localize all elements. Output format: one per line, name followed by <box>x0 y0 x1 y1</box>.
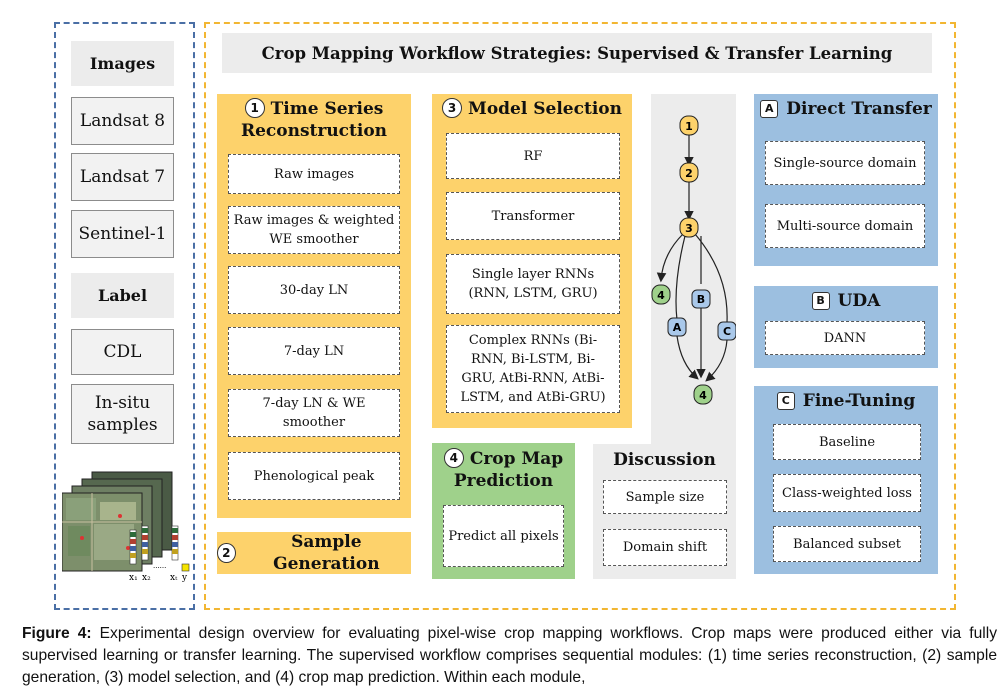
satellite-image-stack: x₁ x₂ ...... xₜ y <box>62 471 190 583</box>
flow-node-3-label: 3 <box>685 222 693 235</box>
option-phenological-peak: Phenological peak <box>228 452 400 500</box>
model-complex-rnns: Complex RNNs (Bi-RNN, Bi-LSTM, Bi-GRU, A… <box>446 325 620 413</box>
flow-column <box>651 94 736 444</box>
flow-node-1 <box>679 115 699 136</box>
workflow-flowchart: 1 2 3 4 B A C 4 <box>651 115 736 405</box>
fine-tuning-class-weighted-loss: Class-weighted loss <box>773 474 921 512</box>
flow-node-a <box>667 317 687 337</box>
module1-number: 1 <box>244 98 265 118</box>
strategyB-title: B UDA <box>754 290 938 312</box>
figure-caption: Figure 4: Experimental design overview f… <box>22 623 997 689</box>
workflow-panel <box>204 22 956 610</box>
module4-number: 4 <box>443 448 464 468</box>
strategyA-title: A Direct Transfer <box>754 98 938 120</box>
diagram-title: Crop Mapping Workflow Strategies: Superv… <box>222 33 932 73</box>
caption-text: Experimental design overview for evaluat… <box>22 625 997 686</box>
strategyC-title: C Fine-Tuning <box>754 390 938 412</box>
label-cdl: CDL <box>71 329 174 375</box>
module2-title: Sample Generation <box>273 532 380 574</box>
discussion-domain-shift: Domain shift <box>603 529 727 566</box>
caption-label: Figure 4: <box>22 625 92 642</box>
option-7-day-ln-we-smoother: 7-day LN & WE smoother <box>228 389 400 437</box>
module1-title-line2: Reconstruction <box>240 121 388 141</box>
label-heading: Label <box>71 273 174 318</box>
flow-node-2 <box>679 162 699 183</box>
flow-node-c-label: C <box>723 325 731 338</box>
strategyC-title-text: Fine-Tuning <box>802 391 916 411</box>
flow-node-4-left <box>651 284 671 305</box>
module3-number: 3 <box>442 98 463 118</box>
predict-all-pixels: Predict all pixels <box>443 505 564 567</box>
fine-tuning-balanced-subset: Balanced subset <box>773 526 921 562</box>
images-heading: Images <box>71 41 174 86</box>
data-sources-panel <box>54 22 195 610</box>
source-landsat7: Landsat 7 <box>71 153 174 201</box>
uda-dann: DANN <box>765 321 925 355</box>
module2-number: 2 <box>217 543 236 563</box>
model-transformer: Transformer <box>446 192 620 240</box>
module4-title-line2: Prediction <box>453 471 554 491</box>
flow-node-4-bottom-label: 4 <box>699 389 707 402</box>
model-rf: RF <box>446 133 620 179</box>
flow-node-3 <box>679 217 699 238</box>
fine-tuning-baseline: Baseline <box>773 424 921 460</box>
label-insitu: In-situ samples <box>71 384 174 444</box>
discussion-title: Discussion <box>613 450 716 470</box>
discussion-sample-size: Sample size <box>603 480 727 514</box>
axis-label-dots: ...... <box>153 562 166 570</box>
option-30-day-ln: 30-day LN <box>228 266 400 314</box>
module3-title-text: Model Selection <box>468 99 622 119</box>
strategyA-letter: A <box>760 100 779 118</box>
module1-title-line1: Time Series <box>270 99 384 119</box>
source-landsat8: Landsat 8 <box>71 97 174 145</box>
flow-node-4-bottom <box>693 384 713 405</box>
flow-node-a-label: A <box>673 321 682 334</box>
flow-node-b <box>691 289 711 309</box>
module-sample-generation: 2 Sample Generation <box>217 532 411 574</box>
single-source-domain: Single-source domain <box>765 141 925 185</box>
flow-node-c <box>717 321 736 341</box>
strategyA-title-text: Direct Transfer <box>786 99 932 119</box>
axis-label-x1: x₁ <box>129 573 138 583</box>
axis-label-y: y <box>181 573 188 583</box>
module4-title-line1: Crop Map <box>469 449 564 469</box>
strategyB-title-text: UDA <box>837 291 881 311</box>
flow-node-b-label: B <box>697 293 705 306</box>
option-raw-images: Raw images <box>228 154 400 194</box>
strategyC-letter: C <box>776 392 795 410</box>
flow-node-4-left-label: 4 <box>657 289 665 302</box>
flow-node-1-label: 1 <box>685 120 693 133</box>
multi-source-domain: Multi-source domain <box>765 204 925 248</box>
axis-label-xt: xₜ <box>170 573 178 583</box>
strategyB-letter: B <box>811 292 830 310</box>
model-single-layer-rnns: Single layer RNNs (RNN, LSTM, GRU) <box>446 254 620 314</box>
option-raw-images-we-smoother: Raw images & weighted WE smoother <box>228 206 400 254</box>
axis-label-x2: x₂ <box>142 573 151 583</box>
source-sentinel1: Sentinel-1 <box>71 210 174 258</box>
option-7-day-ln: 7-day LN <box>228 327 400 375</box>
flow-node-2-label: 2 <box>685 167 693 180</box>
